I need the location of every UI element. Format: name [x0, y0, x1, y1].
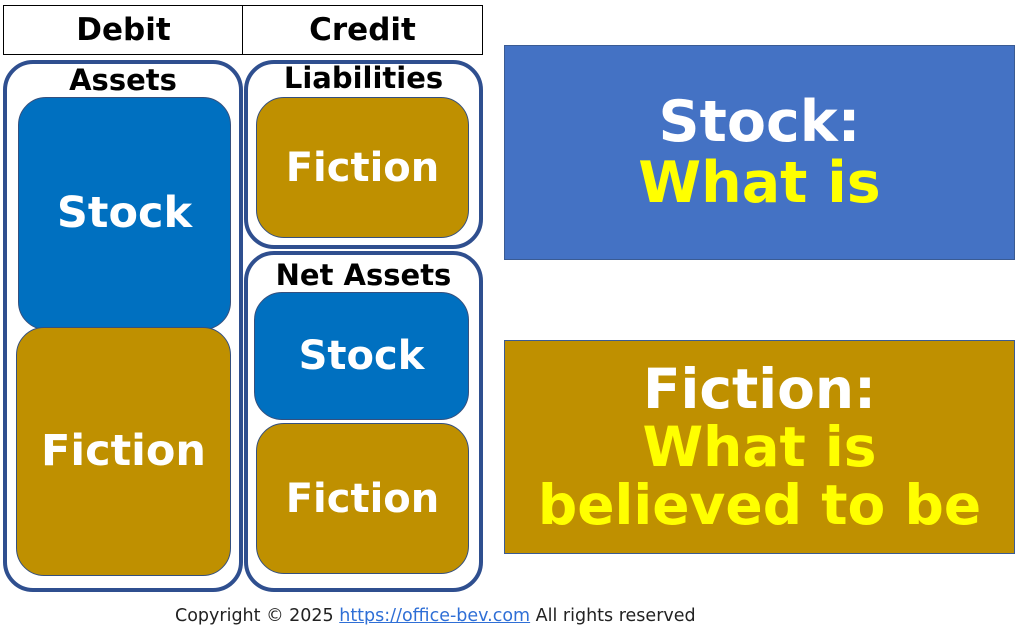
assets-fiction-tile: Fiction: [16, 327, 231, 576]
net-assets-stock-tile: Stock: [254, 292, 469, 420]
stock-definition-panel: Stock: What is: [504, 45, 1015, 260]
website-link[interactable]: https://office-bev.com: [339, 606, 531, 626]
fiction-definition-meaning-line2: believed to be: [537, 473, 982, 538]
assets-label: Assets: [69, 63, 177, 97]
copyright-suffix: All rights reserved: [530, 606, 696, 626]
liabilities-fiction-tile: Fiction: [256, 97, 469, 238]
assets-stock-tile: Stock: [18, 97, 231, 330]
stock-definition-heading: Stock:: [658, 89, 861, 156]
net-assets-label: Net Assets: [275, 258, 452, 292]
stock-definition-meaning: What is: [638, 149, 881, 216]
copyright-footer: Copyright © 2025 https://office-bev.com …: [175, 606, 696, 626]
fiction-definition-meaning-line1: What is: [642, 414, 877, 479]
copyright-prefix: Copyright © 2025: [175, 606, 340, 626]
net-assets-fiction-tile: Fiction: [256, 423, 469, 574]
fiction-definition-heading: Fiction:: [642, 356, 877, 421]
credit-header: Credit: [242, 5, 483, 55]
liabilities-label: Liabilities: [283, 61, 444, 95]
fiction-definition-panel: Fiction: What is believed to be: [504, 340, 1015, 554]
debit-header: Debit: [3, 5, 244, 55]
